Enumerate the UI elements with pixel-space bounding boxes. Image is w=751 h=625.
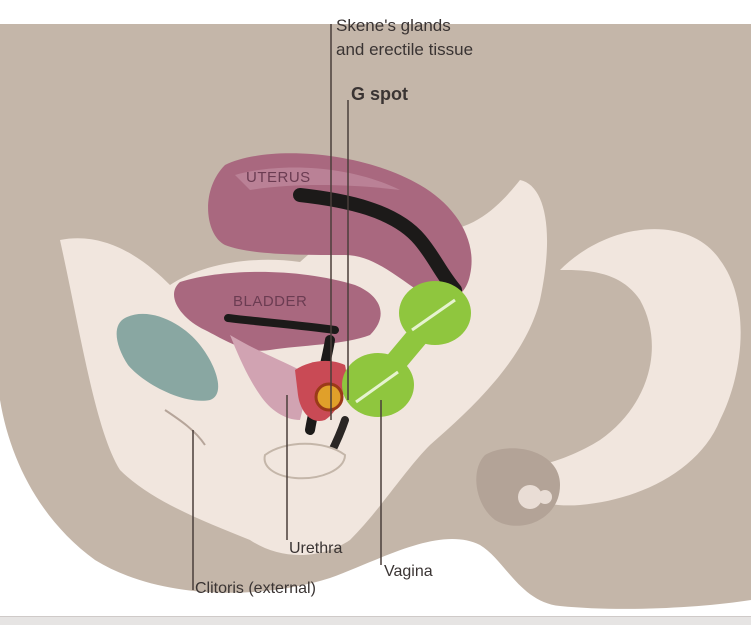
uterus-highlight [235,167,400,190]
anus-detail [518,485,542,509]
uterus-label: UTERUS [246,169,311,186]
clitoris-label: Clitoris (external) [195,580,316,597]
bladder-label: BLADDER [233,293,307,310]
g-spot-label: G spot [351,84,408,104]
bottom-border [0,616,751,625]
green-ball-shine-1 [411,298,456,332]
uterine-canal [293,188,462,297]
skene-label-line1: Skene's glands [336,16,451,35]
anal-opening [476,448,560,526]
green-ball-shine-2 [355,370,399,404]
g-spot-marker [314,382,344,412]
clitoris-hood [164,409,206,446]
pubic-bone [116,313,219,401]
labia [263,442,347,480]
vagina-label: Vagina [384,563,433,580]
green-ball-connector [384,327,428,373]
bladder-canal [224,314,339,334]
top-crop [0,0,751,24]
skene-label-line2: and erectile tissue [336,40,474,59]
anus-detail-2 [538,490,552,504]
uterus-shape [208,153,472,300]
rectum [505,229,741,506]
urethra-label: Urethra [289,540,343,557]
